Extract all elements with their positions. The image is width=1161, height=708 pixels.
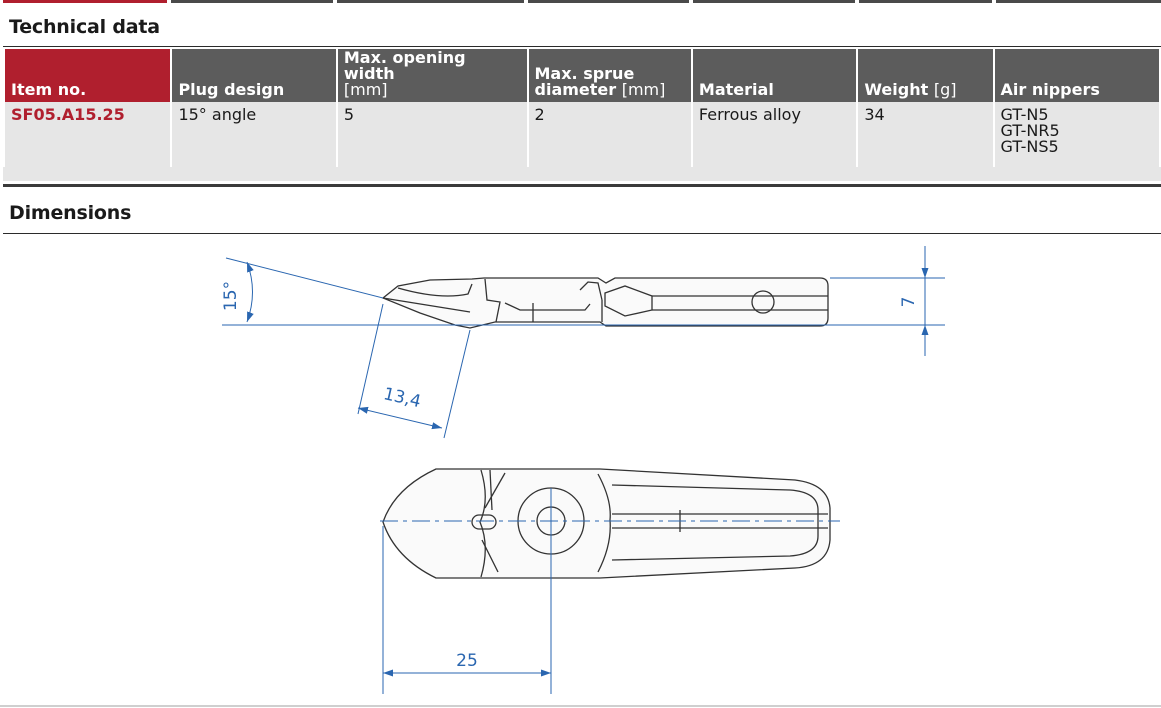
cell-air-nippers: GT-N5 GT-NR5 GT-NS5 — [994, 102, 1159, 172]
header-item-no: Item no. — [5, 49, 171, 102]
section-title-technical-data: Technical data — [9, 16, 160, 38]
section-divider — [3, 184, 1161, 187]
angle-dimension — [222, 257, 945, 326]
nipper-side-view — [381, 277, 829, 329]
air-nipper-item[interactable]: GT-NS5 — [1000, 137, 1059, 156]
length-label: 13,4 — [381, 384, 422, 412]
top-color-bars — [0, 0, 1161, 4]
header-weight: Weight [g] — [858, 49, 993, 102]
header-max-opening-width: Max. opening width[mm] — [337, 49, 527, 102]
divider — [3, 233, 1161, 234]
cell-material: Ferrous alloy — [692, 102, 857, 172]
cell-max-sprue-diameter: 2 — [528, 102, 691, 172]
air-nipper-item[interactable]: GT-N5 — [1000, 105, 1049, 124]
height-label: 7 — [899, 297, 919, 308]
cell-max-opening-width: 5 — [337, 102, 527, 172]
section-title-dimensions: Dimensions — [9, 202, 132, 224]
table-row: SF05.A15.25 15° angle 5 2 Ferrous alloy … — [5, 102, 1159, 172]
cell-weight: 34 — [858, 102, 993, 172]
height-dimension — [830, 246, 945, 356]
cell-item-no[interactable]: SF05.A15.25 — [5, 102, 171, 172]
length-dimension — [357, 303, 471, 439]
technical-data-table: Item no. Plug design Max. opening width[… — [3, 49, 1161, 172]
header-material: Material — [692, 49, 857, 102]
divider — [0, 705, 1161, 707]
divider — [3, 46, 1161, 47]
header-plug-design: Plug design — [172, 49, 336, 102]
header-air-nippers: Air nippers — [994, 49, 1159, 102]
cell-plug-design: 15° angle — [172, 102, 336, 172]
table-footer-band — [3, 167, 1161, 181]
width-dimension — [382, 488, 552, 694]
nipper-top-view — [382, 468, 831, 579]
table-header-row: Item no. Plug design Max. opening width[… — [5, 49, 1159, 102]
air-nipper-item[interactable]: GT-NR5 — [1000, 121, 1060, 140]
width-label: 25 — [456, 651, 478, 671]
angle-label: 15° — [221, 281, 241, 311]
